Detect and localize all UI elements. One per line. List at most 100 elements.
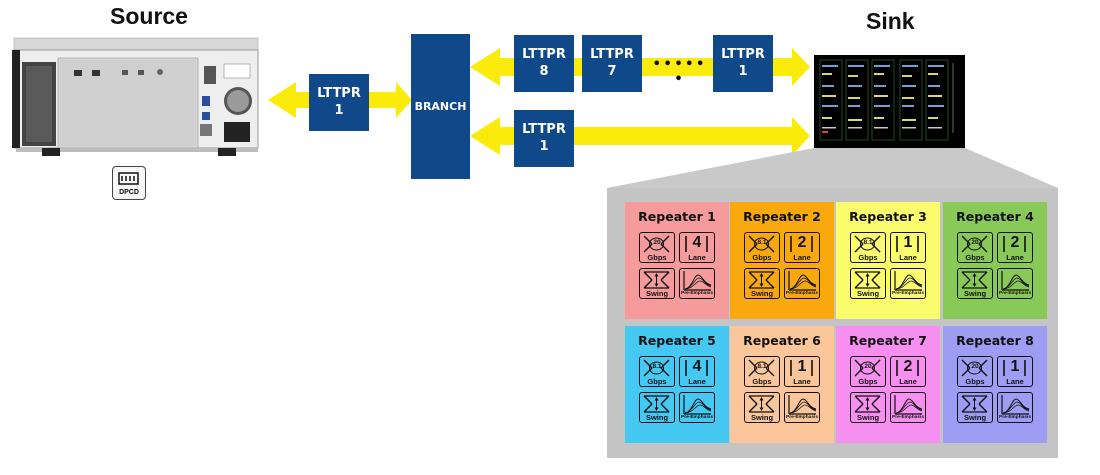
swing-caption: Swing	[856, 413, 880, 422]
lane-caption: Lane	[899, 253, 917, 262]
lane-count-value: 4	[692, 234, 702, 251]
pre-emphasis-caption: Pre-Emphasis	[892, 415, 924, 420]
lane-count-value: 2	[903, 358, 913, 375]
source-instrument	[12, 36, 270, 158]
repeater-title: Repeater 2	[743, 209, 821, 224]
lttpr-label: LTTPR	[522, 47, 566, 63]
pre-emphasis-icon: Pre-Emphasis	[784, 392, 820, 423]
pre-emphasis-icon: Pre-Emphasis	[997, 268, 1033, 299]
pre-emphasis-icon: Pre-Emphasis	[890, 268, 926, 299]
lane-caption: Lane	[1006, 253, 1024, 262]
pre-emphasis-icon: Pre-Emphasis	[679, 392, 715, 423]
link-rate-caption: Gbps	[858, 377, 878, 386]
lane-caption: Lane	[688, 377, 706, 386]
lttpr-index: 8	[539, 63, 549, 79]
pre-emphasis-icon: Pre-Emphasis	[679, 268, 715, 299]
swing-caption: Swing	[963, 413, 987, 422]
swing-caption: Swing	[856, 289, 880, 298]
link-rate-value: 20	[971, 239, 979, 246]
lttpr-source-box: LTTPR 1	[309, 74, 369, 131]
repeater-title: Repeater 5	[638, 333, 716, 348]
lttpr-top-7-box: LTTPR 7	[582, 35, 642, 92]
repeater-title: Repeater 4	[956, 209, 1034, 224]
dpcd-icon: DPCD	[112, 166, 146, 200]
lane-caption: Lane	[793, 253, 811, 262]
branch-box: BRANCH	[411, 34, 470, 179]
voltage-swing-icon: Swing	[957, 392, 993, 423]
link-rate-caption: Gbps	[752, 253, 772, 262]
link-rate-value: 8.1	[757, 363, 767, 370]
link-rate-value: 8.1	[652, 363, 662, 370]
repeater-title: Repeater 6	[743, 333, 821, 348]
lttpr-top-8-box: LTTPR 8	[514, 35, 574, 92]
lttpr-index: 1	[738, 63, 748, 79]
sink-expansion-shape	[607, 148, 1058, 188]
link-rate-value: 20	[653, 239, 661, 246]
lttpr-label: LTTPR	[522, 122, 566, 138]
link-rate-caption: Gbps	[647, 253, 667, 262]
lane-caption: Lane	[1006, 377, 1024, 386]
pre-emphasis-icon: Pre-Emphasis	[997, 392, 1033, 423]
pre-emphasis-caption: Pre-Emphasis	[681, 415, 713, 420]
link-rate-value: 8.1	[863, 239, 873, 246]
lane-caption: Lane	[688, 253, 706, 262]
link-rate-caption: Gbps	[965, 253, 985, 262]
lane-count-value: 1	[1010, 358, 1020, 375]
lane-count-value: 4	[692, 358, 702, 375]
pre-emphasis-caption: Pre-Emphasis	[999, 415, 1031, 420]
voltage-swing-icon: Swing	[957, 268, 993, 299]
lttpr-index: 7	[607, 63, 617, 79]
dpcd-label: DPCD	[119, 189, 139, 196]
pre-emphasis-icon: Pre-Emphasis	[784, 268, 820, 299]
pre-emphasis-caption: Pre-Emphasis	[681, 291, 713, 296]
lttpr-index: 1	[539, 138, 549, 154]
chain-ellipsis: • • • • • •	[652, 57, 705, 87]
voltage-swing-icon: Swing	[850, 268, 886, 299]
pre-emphasis-caption: Pre-Emphasis	[786, 415, 818, 420]
sink-title: Sink	[866, 8, 915, 34]
lttpr-bottom-box: LTTPR 1	[514, 110, 574, 167]
pre-emphasis-caption: Pre-Emphasis	[786, 291, 818, 296]
bottom-chain-arrow	[470, 117, 810, 155]
pre-emphasis-caption: Pre-Emphasis	[892, 291, 924, 296]
repeater-title: Repeater 1	[638, 209, 716, 224]
lane-caption: Lane	[899, 377, 917, 386]
lane-count-value: 1	[903, 234, 913, 251]
lttpr-top-1-box: LTTPR 1	[713, 35, 773, 92]
link-rate-value: 20	[864, 363, 872, 370]
lane-caption: Lane	[793, 377, 811, 386]
sink-display	[814, 55, 965, 148]
swing-caption: Swing	[750, 413, 774, 422]
lttpr-label: LTTPR	[721, 47, 765, 63]
source-title: Source	[110, 3, 188, 29]
lane-count-value: 1	[797, 358, 807, 375]
voltage-swing-icon: Swing	[639, 268, 675, 299]
voltage-swing-icon: Swing	[744, 268, 780, 299]
voltage-swing-icon: Swing	[850, 392, 886, 423]
link-rate-caption: Gbps	[752, 377, 772, 386]
swing-caption: Swing	[750, 289, 774, 298]
link-rate-caption: Gbps	[858, 253, 878, 262]
lane-count-value: 2	[797, 234, 807, 251]
swing-caption: Swing	[645, 413, 669, 422]
